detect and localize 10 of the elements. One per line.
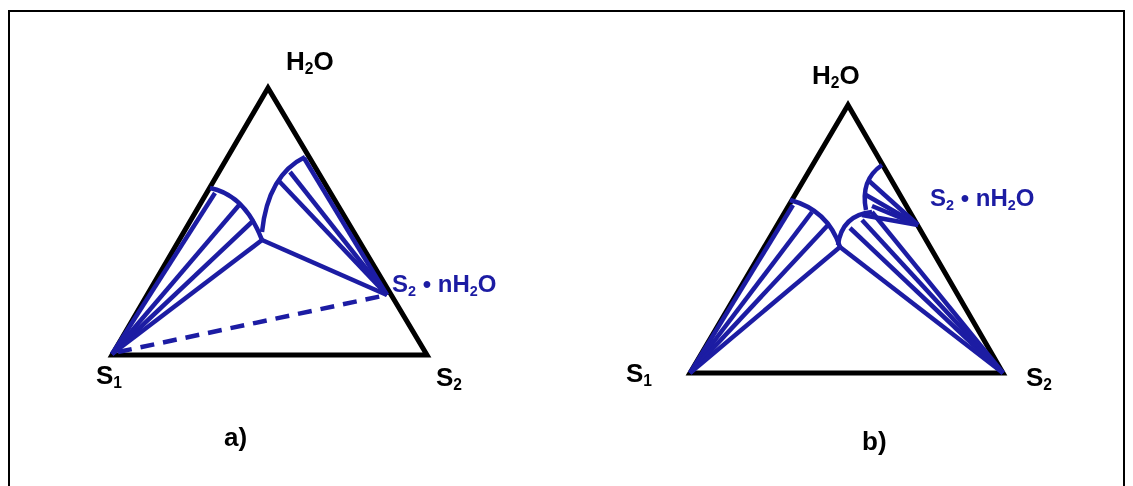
component-label: S$_{2}$ bbox=[436, 364, 463, 393]
component-label: S$_{2}$ • nH$_{2}$O bbox=[392, 272, 497, 298]
component-label: S$_{1}$ bbox=[626, 360, 653, 389]
component-label: H$_{2}$O bbox=[812, 62, 860, 91]
component-label: S$_{1}$ bbox=[96, 362, 123, 391]
panel-label: b) bbox=[862, 428, 887, 454]
component-label: S$_{2}$ • nH$_{2}$O bbox=[930, 186, 1035, 212]
component-label: H$_{2}$O bbox=[286, 48, 334, 77]
component-label: S$_{2}$ bbox=[1026, 364, 1053, 393]
panel-label: a) bbox=[224, 424, 248, 450]
